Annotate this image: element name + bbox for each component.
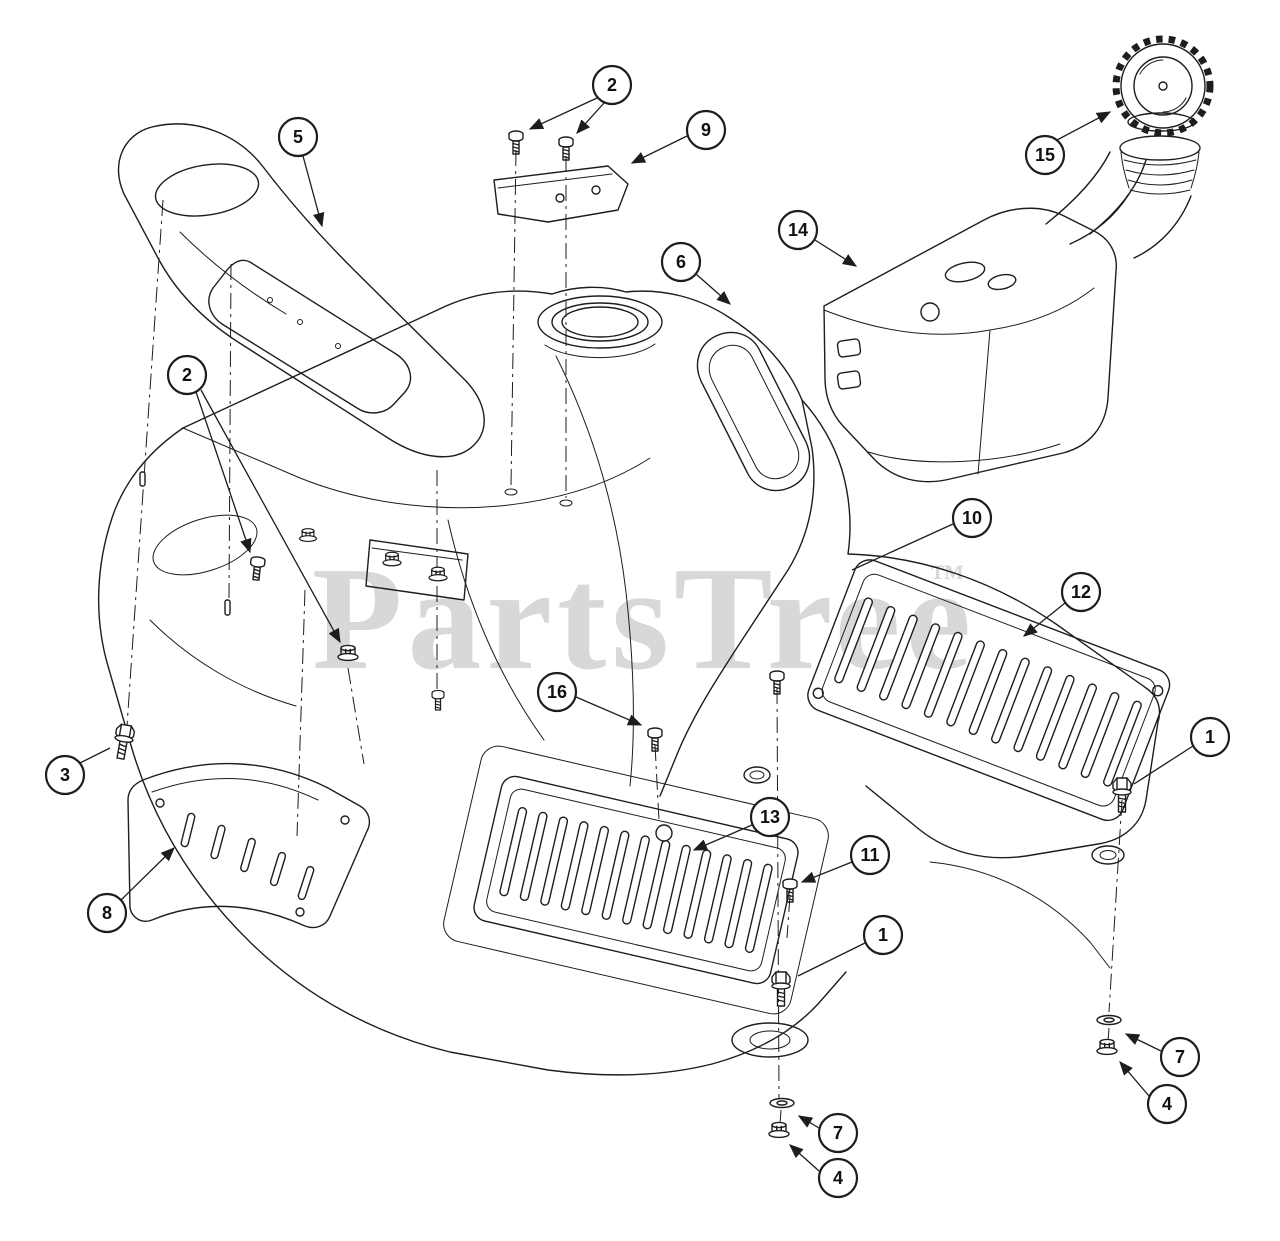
- callout-label: 8: [102, 903, 112, 923]
- callout-12[interactable]: 12: [1060, 571, 1102, 613]
- seat-console-part: [117, 123, 485, 458]
- callout-label: 7: [1175, 1047, 1185, 1067]
- flange-nut: [1096, 1038, 1118, 1056]
- callout-2-a[interactable]: 2: [591, 64, 633, 106]
- callout-label: 7: [833, 1123, 843, 1143]
- flange-nut: [298, 528, 318, 543]
- centerlines-layer: [126, 149, 1123, 1125]
- hardware-layer: [110, 130, 1132, 1139]
- callout-1-a[interactable]: 1: [1189, 716, 1231, 758]
- callout-5[interactable]: 5: [277, 116, 319, 158]
- callout-13[interactable]: 13: [749, 796, 791, 838]
- callout-11[interactable]: 11: [849, 834, 891, 876]
- bolt: [1112, 777, 1132, 813]
- side-guard-part: [127, 762, 371, 929]
- callout-9[interactable]: 9: [685, 109, 727, 151]
- callout-label: 4: [1162, 1094, 1172, 1114]
- mounting-bracket-part: [493, 165, 629, 223]
- callout-2-b[interactable]: 2: [166, 354, 208, 396]
- callout-label: 2: [182, 365, 192, 385]
- callout-label: 10: [962, 508, 982, 528]
- screw: [248, 555, 266, 582]
- bolt: [110, 722, 136, 761]
- callout-label: 2: [607, 75, 617, 95]
- callout-6[interactable]: 6: [660, 241, 702, 283]
- callout-16[interactable]: 16: [536, 671, 578, 713]
- flange-nut: [337, 644, 359, 662]
- pin: [139, 471, 146, 487]
- callout-label: 1: [878, 925, 888, 945]
- watermark-tm: ™: [930, 559, 964, 596]
- callout-label: 1: [1205, 727, 1215, 747]
- flange-nut: [382, 551, 402, 567]
- callout-label: 11: [860, 845, 879, 865]
- callout-label: 5: [293, 127, 303, 147]
- callout-label: 6: [676, 252, 686, 272]
- callout-8[interactable]: 8: [86, 892, 128, 934]
- footrest-right-part: [807, 559, 1171, 822]
- fuel-tank-part: [823, 135, 1201, 483]
- callout-label: 9: [701, 120, 711, 140]
- leader-lines-layer: [79, 97, 1194, 1172]
- callout-10[interactable]: 10: [951, 497, 993, 539]
- callout-label: 3: [60, 765, 70, 785]
- callout-14[interactable]: 14: [777, 209, 819, 251]
- callout-label: 15: [1035, 145, 1055, 165]
- callout-15[interactable]: 15: [1024, 134, 1066, 176]
- callout-4-b[interactable]: 4: [817, 1157, 859, 1199]
- callout-7-b[interactable]: 7: [817, 1112, 859, 1154]
- callout-4-a[interactable]: 4: [1146, 1083, 1188, 1125]
- callout-label: 16: [547, 682, 567, 702]
- screw: [558, 136, 574, 161]
- pin: [224, 599, 231, 616]
- washer: [769, 1097, 795, 1109]
- callouts-layer: 2 9 15 14 5 6 2 10 12 16 1: [44, 64, 1231, 1199]
- callout-7-a[interactable]: 7: [1159, 1036, 1201, 1078]
- callout-label: 14: [788, 220, 808, 240]
- footrest-center-part: [473, 775, 799, 985]
- fender-body-part: [97, 286, 1161, 1076]
- callout-1-b[interactable]: 1: [862, 914, 904, 956]
- fuel-cap-part: [1112, 35, 1214, 137]
- flange-nut: [428, 566, 448, 582]
- callout-label: 12: [1071, 582, 1091, 602]
- screw: [508, 130, 524, 155]
- screw: [647, 727, 663, 752]
- callout-label: 4: [833, 1168, 843, 1188]
- flange-nut: [768, 1121, 790, 1139]
- callout-label: 13: [760, 807, 780, 827]
- bolt: [771, 971, 791, 1007]
- washer: [1096, 1014, 1122, 1026]
- callout-3[interactable]: 3: [44, 754, 86, 796]
